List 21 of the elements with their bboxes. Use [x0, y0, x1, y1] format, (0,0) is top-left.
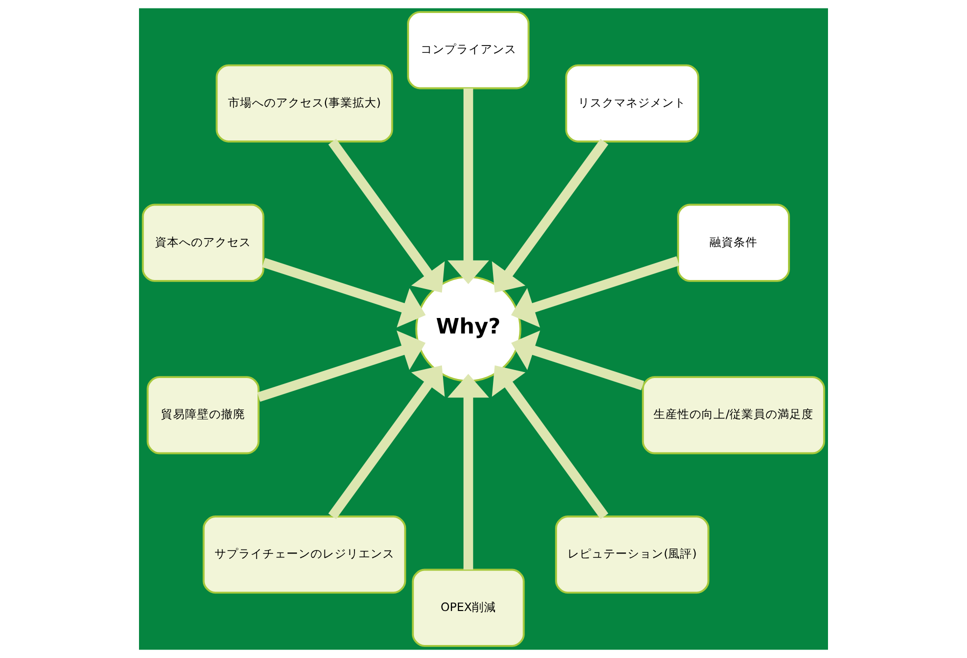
arrow	[511, 256, 680, 328]
node-box: 生産性の向上/従業員の満足度	[642, 376, 826, 454]
arrow	[448, 88, 490, 284]
node-box: 資本へのアクセス	[142, 204, 264, 282]
node-box: 貿易障壁の撤廃	[146, 376, 260, 454]
arrow	[492, 365, 608, 520]
arrow	[328, 365, 445, 520]
node-box: コンプライアンス	[407, 11, 530, 90]
node-box: レピュテーション(風評)	[555, 516, 710, 594]
node-box: OPEX削減	[412, 568, 525, 647]
node-box: 融資条件	[677, 204, 790, 282]
arrow	[257, 330, 426, 402]
arrow	[328, 138, 445, 293]
node-box: サプライチェーンのレジリエンス	[202, 516, 406, 594]
arrow	[492, 138, 608, 293]
arrow	[262, 258, 426, 328]
node-box: 市場へのアクセス(事業拡大)	[216, 64, 394, 142]
node-circle: Why?	[415, 276, 522, 382]
arrow	[511, 330, 644, 390]
arrow	[448, 374, 490, 570]
node-box: リスクマネジメント	[565, 64, 700, 142]
